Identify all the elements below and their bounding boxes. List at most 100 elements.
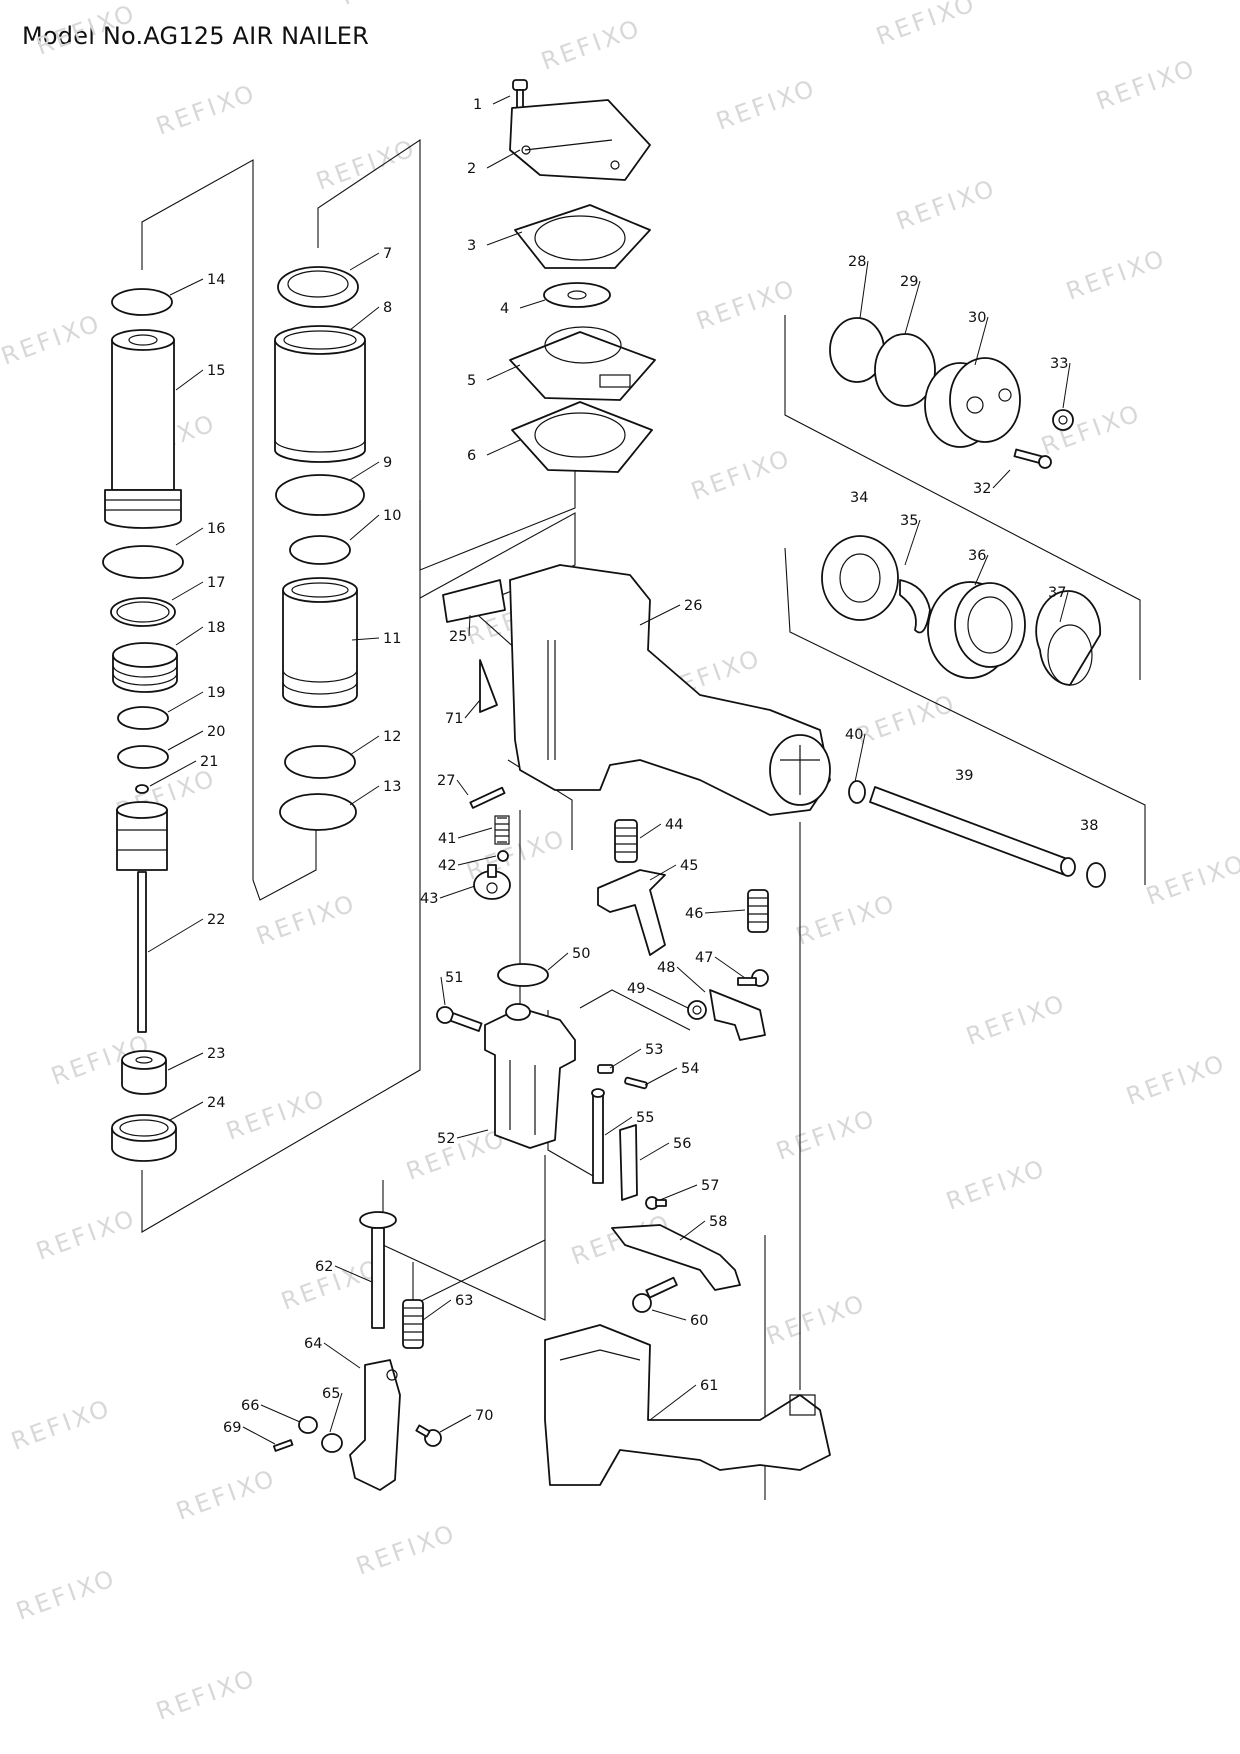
part-number-12: 12 [383, 729, 401, 745]
leader-line-24 [169, 1101, 204, 1121]
watermark-text: REFIXO [962, 989, 1070, 1051]
part-71-label [479, 659, 498, 713]
leader-line-42 [457, 855, 497, 866]
leader-line-51 [440, 976, 446, 1006]
leader-line-10 [349, 514, 380, 541]
leader-line-40 [854, 733, 866, 783]
watermark-text: REFIXO [852, 689, 960, 751]
watermark-text: REFIXO [312, 134, 420, 196]
part-45-trigger [597, 869, 666, 956]
part-15-cylinder [104, 329, 182, 529]
watermark-text: REFIXO [1062, 244, 1170, 306]
leader-line-37 [1059, 591, 1069, 623]
part-number-49: 49 [627, 981, 645, 997]
part-number-2: 2 [467, 161, 476, 177]
part-44-spring [614, 819, 638, 863]
watermark-text: REFIXO [537, 14, 645, 76]
leader-line-36 [974, 554, 989, 586]
part-19-o-ring [117, 706, 169, 730]
part-number-53: 53 [645, 1042, 663, 1058]
part-number-55: 55 [636, 1110, 654, 1126]
watermark-text: REFIXO [7, 1394, 115, 1456]
part-20-o-ring [117, 745, 169, 769]
watermark-text: REFIXO [872, 0, 980, 51]
leader-line-23 [167, 1052, 204, 1071]
part-number-54: 54 [681, 1061, 699, 1077]
part-number-22: 22 [207, 912, 225, 928]
part-number-42: 42 [438, 858, 456, 874]
part-number-27: 27 [437, 773, 455, 789]
leader-line-49 [646, 987, 689, 1009]
leader-line-14 [169, 278, 204, 296]
diagram-title: Model No.AG125 AIR NAILER [22, 22, 370, 50]
part-18-spring-ring [112, 642, 178, 693]
part-46-spring [747, 889, 769, 933]
part-34-plate [821, 535, 899, 621]
part-number-57: 57 [701, 1178, 719, 1194]
part-10-o-ring [289, 535, 351, 565]
part-24-cushion [111, 1114, 177, 1162]
part-52-guide-body [484, 1003, 576, 1149]
part-number-69: 69 [223, 1420, 241, 1436]
leader-line-56 [639, 1142, 670, 1161]
part-number-62: 62 [315, 1259, 333, 1275]
leader-line-45 [649, 864, 677, 881]
watermark-text: REFIXO [712, 74, 820, 136]
leader-line-70 [439, 1414, 472, 1433]
leader-line-25 [468, 614, 471, 637]
leader-line-32 [992, 469, 1011, 489]
part-number-48: 48 [657, 960, 675, 976]
part-22-piston-driver [116, 801, 168, 1033]
watermark-text: REFIXO [892, 174, 1000, 236]
part-number-36: 36 [968, 548, 986, 564]
part-number-3: 3 [467, 238, 476, 254]
watermark-text: REFIXO [352, 1519, 460, 1581]
part-1-bolt [512, 79, 528, 111]
watermark-text: REFIXO [692, 274, 800, 336]
part-9-o-ring [275, 474, 365, 516]
leader-line-3 [486, 231, 523, 246]
part-42-ball [497, 850, 509, 862]
part-4-washer [543, 282, 611, 308]
part-number-24: 24 [207, 1095, 225, 1111]
part-number-45: 45 [680, 858, 698, 874]
part-11-cylinder [282, 577, 358, 708]
part-number-26: 26 [684, 598, 702, 614]
part-number-64: 64 [304, 1336, 322, 1352]
leader-line-20 [167, 730, 204, 751]
part-69-pin [272, 1439, 294, 1452]
part-16-o-ring [102, 545, 184, 579]
part-number-14: 14 [207, 272, 225, 288]
part-number-43: 43 [420, 891, 438, 907]
part-number-6: 6 [467, 448, 476, 464]
part-number-60: 60 [690, 1313, 708, 1329]
leader-line-66 [260, 1404, 301, 1423]
leader-line-63 [422, 1299, 452, 1321]
part-number-37: 37 [1048, 585, 1066, 601]
part-number-23: 23 [207, 1046, 225, 1062]
leader-line-64 [323, 1342, 361, 1369]
leader-line-9 [349, 461, 380, 481]
part-number-4: 4 [500, 301, 509, 317]
leader-line-44 [639, 823, 662, 839]
watermark-text: REFIXO [1037, 399, 1145, 461]
leader-line-61 [649, 1384, 697, 1421]
part-5-head-valve-plate [509, 326, 656, 401]
part-62-piston-rod [359, 1211, 397, 1329]
part-8-cylinder-sleeve [274, 325, 366, 463]
part-12-o-ring [284, 745, 356, 779]
part-number-40: 40 [845, 727, 863, 743]
part-38-o-ring [1086, 862, 1106, 888]
part-35-spring [899, 579, 931, 634]
part-23-bumper [121, 1050, 167, 1095]
leader-line-41 [457, 827, 493, 839]
part-43-valve [473, 864, 511, 900]
part-number-44: 44 [665, 817, 683, 833]
part-number-47: 47 [695, 950, 713, 966]
leader-line-29 [904, 280, 921, 335]
part-7-seal-ring [277, 266, 359, 308]
part-2-head-cover [509, 99, 651, 181]
leader-line-46 [704, 909, 746, 914]
leader-line-8 [349, 306, 380, 331]
watermark-text: REFIXO [12, 1564, 120, 1626]
